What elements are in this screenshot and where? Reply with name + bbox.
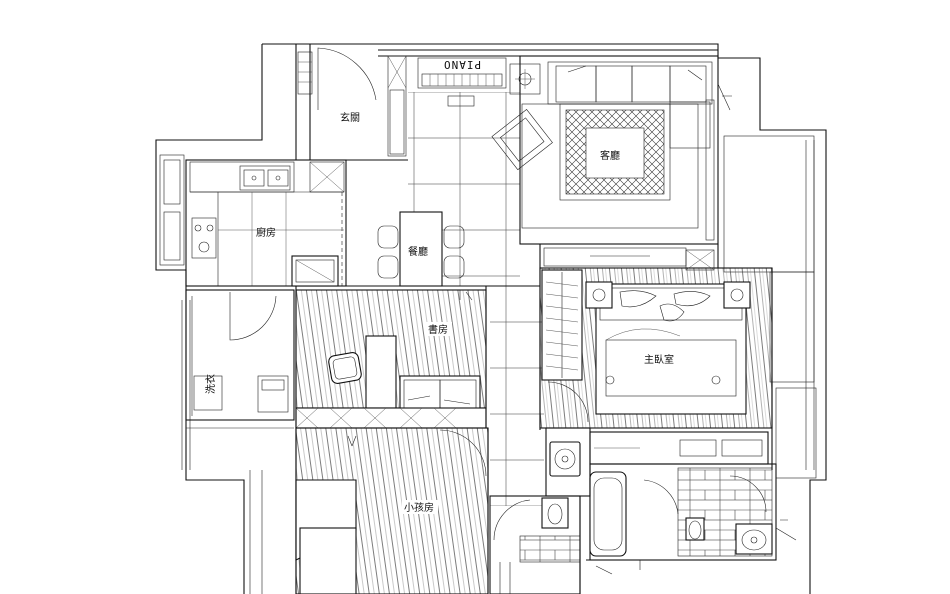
- room-label-master: 主臥室: [644, 353, 674, 366]
- master-bedroom: 主臥室: [539, 247, 773, 465]
- interior-walls: [186, 244, 776, 594]
- bathroom-common: [489, 427, 641, 594]
- room-label-entry: 玄關: [340, 111, 360, 124]
- bathroom-master: [589, 463, 797, 561]
- kitchen: 廚房: [185, 159, 347, 287]
- tile-floor-lower: [490, 286, 544, 506]
- room-label-kitchen: 廚房: [256, 226, 276, 239]
- laundry: 洗衣: [185, 289, 295, 429]
- dining-area: 餐廳: [377, 211, 465, 287]
- entry-area: 玄關: [297, 47, 408, 161]
- room-label-living: 客廳: [600, 149, 620, 162]
- living-room: 客廳: [491, 55, 732, 245]
- room-label-laundry: 洗衣: [204, 374, 217, 394]
- study: 書房: [295, 289, 487, 429]
- kids-room: 小孩房: [295, 427, 489, 594]
- piano-label: PIANO: [443, 58, 481, 71]
- room-label-kids: 小孩房: [404, 501, 434, 514]
- room-label-study: 書房: [428, 323, 448, 336]
- room-label-dining: 餐廳: [408, 245, 428, 258]
- piano: PIANO: [417, 57, 507, 107]
